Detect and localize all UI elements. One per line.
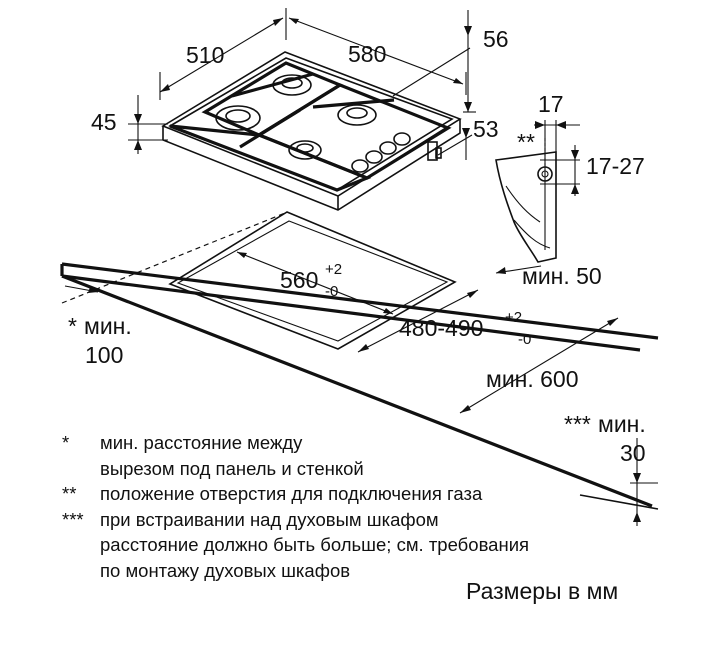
footnote: ** положение отверстия для подключения г… (62, 481, 662, 507)
label-hob-width: 510 (186, 42, 224, 68)
footnote-mark: ** (62, 483, 77, 504)
label-cutout-depth: 480-490 (399, 315, 483, 341)
label-min-wall: мин. (84, 313, 132, 339)
label-min-oven-value: 30 (620, 440, 646, 466)
label-cutout-depth-tol-upper: +2 (505, 309, 522, 326)
footnote: * мин. расстояние между вырезом под пане… (62, 430, 662, 481)
label-pipe-height: 17-27 (586, 153, 645, 179)
gas-hob (161, 51, 462, 211)
label-min-wall-marker: * (68, 313, 77, 339)
footnote-line: вырезом под панель и стенкой (100, 457, 364, 479)
label-min-rear: мин. 50 (522, 263, 602, 289)
label-pipe-offset: 17 (538, 91, 564, 117)
burner-rear-right (337, 104, 377, 126)
footnote: *** при встраивании над духовым шкафом р… (62, 507, 662, 584)
label-cutout-depth-tol-lower: -0 (518, 331, 531, 348)
label-cutout-width-tol-upper: +2 (325, 261, 342, 278)
footnote-line: мин. расстояние между (100, 432, 303, 453)
footnote-line: положение отверстия для подключения газа (100, 483, 483, 504)
side-section-detail (495, 120, 580, 263)
gas-pipe (427, 141, 442, 161)
label-hob-depth: 580 (348, 41, 386, 67)
footnote-mark: *** (62, 508, 84, 530)
units-label: Размеры в мм (466, 578, 619, 604)
label-cutout-width-tol-lower: -0 (325, 283, 338, 300)
label-hob-height: 45 (91, 109, 117, 135)
footnote-line: расстояние должно быть больше; см. требо… (100, 534, 530, 555)
label-min-oven: мин. (598, 411, 646, 437)
footnote-line: при встраивании над духовым шкафом (100, 508, 439, 530)
burners (215, 74, 377, 160)
gas-outlet-hole (537, 166, 553, 182)
label-cutout-width: 560 (280, 267, 318, 293)
footnote-mark: * (62, 432, 70, 453)
control-knobs (351, 132, 411, 173)
min-rear-arrow (496, 267, 506, 274)
burner-rear-left (272, 74, 312, 96)
footnotes: * мин. расстояние между вырезом под пане… (62, 430, 662, 583)
burner-front-right (288, 140, 322, 160)
footnote-text: положение отверстия для подключения газа (100, 481, 482, 507)
cutout-dimension-arrows (88, 252, 641, 522)
footnote-text: при встраивании над духовым шкафом расст… (100, 507, 529, 584)
cutout (168, 211, 457, 350)
label-side-offset: 53 (473, 116, 499, 142)
label-min-worktop: мин. 600 (486, 366, 579, 392)
label-pipe-marker: ** (517, 129, 535, 155)
burner-front-left (215, 105, 261, 131)
label-top-offset: 56 (483, 26, 509, 52)
label-min-wall-value: 100 (85, 342, 123, 368)
label-min-oven-marker: *** (564, 411, 591, 437)
footnote-line: по монтажу духовых шкафов (100, 559, 351, 581)
footnote-text: мин. расстояние между вырезом под панель… (100, 430, 364, 481)
hob-dimension-arrows (134, 18, 472, 150)
